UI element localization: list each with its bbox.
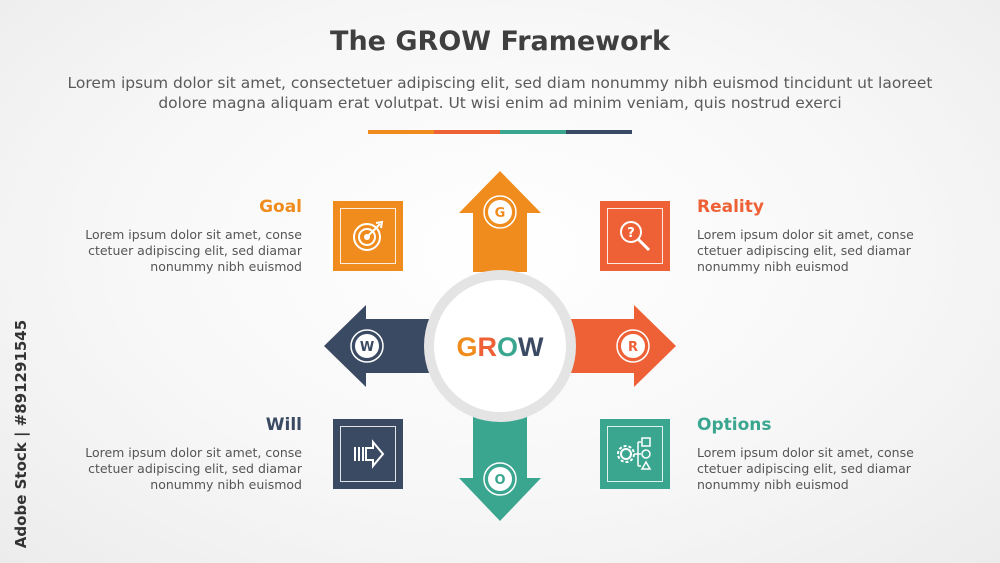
- reality-text: Lorem ipsum dolor sit amet, conse ctetue…: [697, 227, 914, 274]
- options-letter: O: [494, 473, 505, 488]
- magnifier-question-icon: ?: [620, 221, 651, 252]
- goal-heading: Goal: [259, 197, 302, 217]
- options-badge: O: [483, 462, 517, 496]
- page-subtitle: Lorem ipsum dolor sit amet, consectetuer…: [67, 74, 933, 112]
- reality-heading: Reality: [697, 197, 764, 217]
- reality-letter: R: [628, 340, 638, 355]
- center-letter-r: R: [478, 332, 498, 362]
- options-icon-box: [600, 419, 670, 489]
- watermark-text: Adobe Stock | #891291545: [12, 319, 30, 549]
- divider-options: [500, 130, 566, 134]
- will-letter: W: [360, 340, 374, 355]
- center-letter-w: W: [518, 332, 544, 362]
- goal-icon-box: [333, 201, 403, 271]
- center-letter-g: G: [456, 332, 477, 362]
- will-arrow: [324, 305, 440, 387]
- gear-shapes-icon: [617, 437, 652, 470]
- center-letter-o: O: [497, 332, 518, 362]
- color-divider: [368, 130, 632, 134]
- reality-badge: R: [616, 329, 650, 363]
- options-heading: Options: [697, 415, 772, 435]
- will-icon-box: [333, 419, 403, 489]
- goal-letter: G: [495, 206, 506, 221]
- center-grow-text: GROW: [456, 332, 544, 362]
- page-title: The GROW Framework: [330, 26, 670, 57]
- target-icon: [353, 220, 384, 251]
- divider-reality: [434, 130, 500, 134]
- divider-goal: [368, 130, 434, 134]
- will-text: Lorem ipsum dolor sit amet, conse ctetue…: [85, 445, 302, 492]
- svg-text:?: ?: [627, 226, 635, 241]
- goal-text: Lorem ipsum dolor sit amet, conse ctetue…: [85, 227, 302, 274]
- reality-icon-box: ?: [600, 201, 670, 271]
- will-heading: Will: [265, 415, 302, 435]
- arrow-right-icon: [354, 439, 385, 469]
- goal-badge: G: [483, 195, 517, 229]
- divider-will: [566, 130, 632, 134]
- options-text: Lorem ipsum dolor sit amet, conse ctetue…: [697, 445, 914, 492]
- options-arrow: [459, 410, 541, 521]
- center-circle: [434, 280, 566, 412]
- will-badge: W: [350, 329, 384, 363]
- reality-arrow: [560, 305, 676, 387]
- stock-watermark: Adobe Stock | #891291545: [6, 315, 32, 555]
